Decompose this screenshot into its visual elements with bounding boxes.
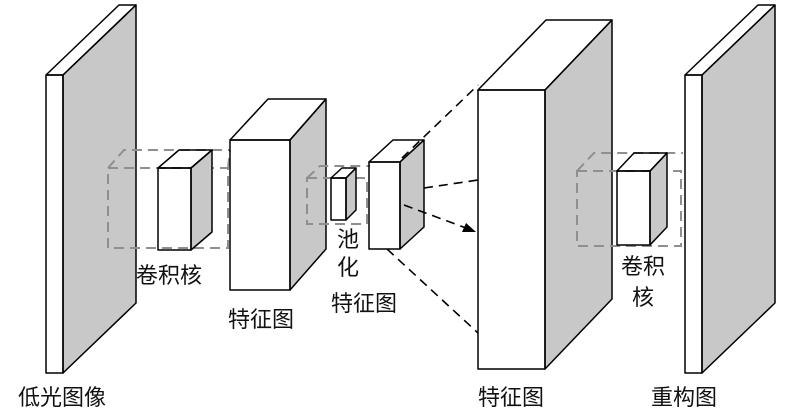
feature-map-2-label: 特征图 bbox=[478, 386, 544, 411]
output-image-label: 重构图 bbox=[651, 386, 717, 411]
feature-map-1-block bbox=[229, 98, 327, 291]
conv-kernel-1-label: 卷积核 bbox=[136, 264, 202, 289]
projection-lines bbox=[386, 84, 479, 334]
conv-kernel-1-frame bbox=[107, 149, 231, 249]
pooled-block bbox=[330, 167, 357, 221]
conv-kernel-2-block bbox=[616, 152, 668, 246]
projection-arrowhead bbox=[462, 223, 476, 232]
pooled-frame bbox=[306, 165, 370, 225]
input-image-label: 低光图像 bbox=[18, 386, 106, 411]
conv-kernel-mid-block bbox=[368, 139, 425, 250]
pooled-label-line1: 池 bbox=[337, 228, 359, 253]
conv-kernel-2-label-line2: 核 bbox=[632, 286, 654, 311]
feature-map-1-label: 特征图 bbox=[228, 308, 294, 333]
feature-map-2-block bbox=[477, 19, 613, 370]
conv-kernel-2-label-line1: 卷积 bbox=[621, 255, 665, 280]
pooled-label-line2: 化 bbox=[337, 256, 359, 281]
pooled-label-line3: 特征图 bbox=[331, 292, 397, 317]
conv-kernel-1-block bbox=[157, 149, 213, 251]
output-image-slab bbox=[684, 4, 776, 374]
input-image-slab bbox=[45, 4, 137, 374]
